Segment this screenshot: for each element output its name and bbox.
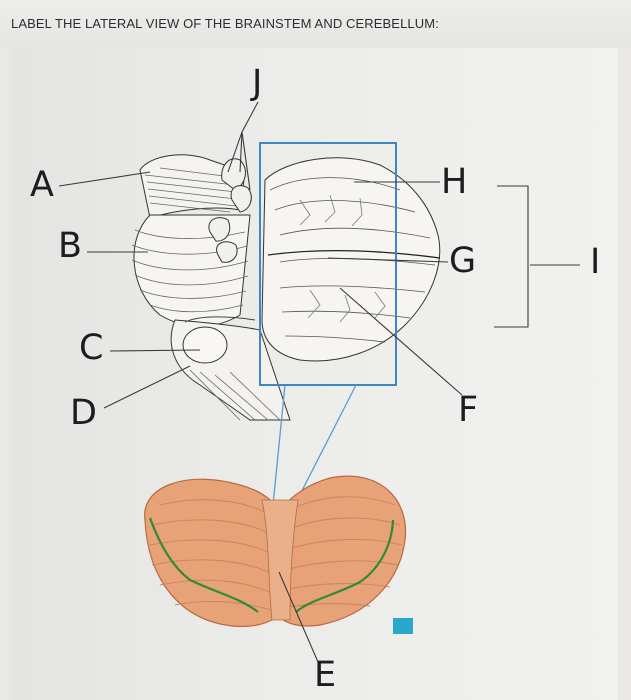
label-d: D — [70, 393, 97, 433]
connector-line-left — [271, 384, 286, 516]
label-j: J — [252, 63, 263, 103]
label-b: B — [58, 226, 83, 266]
label-c: C — [79, 328, 104, 368]
highlight-box — [259, 142, 397, 386]
label-h: H — [441, 162, 468, 202]
label-e: E — [314, 655, 337, 695]
page-header: LABEL THE LATERAL VIEW OF THE BRAINSTEM … — [0, 0, 631, 48]
label-g: G — [449, 241, 477, 281]
label-f: F — [458, 390, 479, 430]
cerebellum-posterior-illustration — [144, 475, 407, 628]
page-title: LABEL THE LATERAL VIEW OF THE BRAINSTEM … — [11, 16, 439, 31]
label-a: A — [30, 165, 54, 205]
leader-lines — [58, 101, 580, 663]
cerebellum-lateral-illustration — [261, 157, 441, 362]
publisher-badge-icon — [393, 618, 413, 634]
label-i: I — [590, 242, 601, 282]
